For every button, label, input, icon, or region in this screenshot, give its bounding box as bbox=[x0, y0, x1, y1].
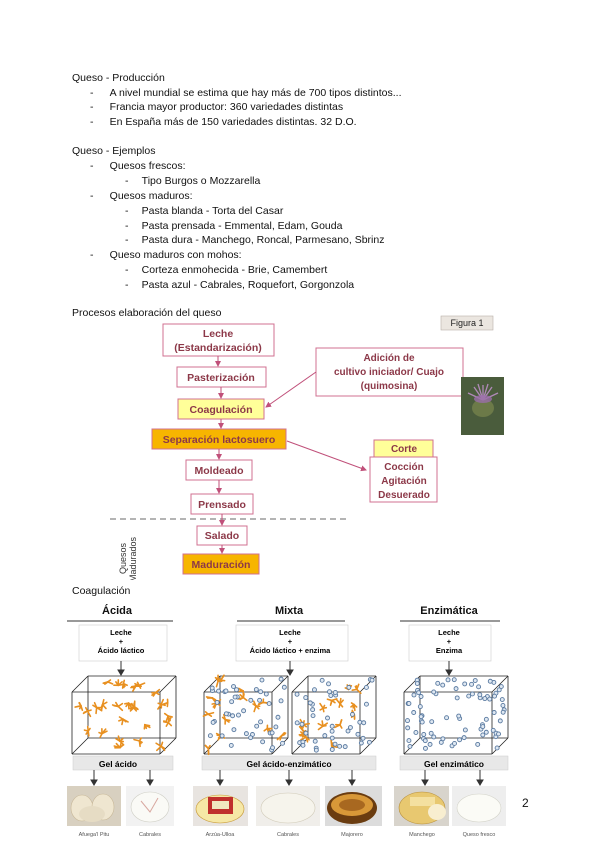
bullet-item: - A nivel mundial se estima que hay más … bbox=[90, 87, 402, 99]
gel-label-acido: Gel ácido bbox=[99, 759, 137, 769]
cheese-photo bbox=[256, 786, 320, 826]
section-heading-produccion: Queso - Producción bbox=[72, 72, 165, 84]
step-salado: Salado bbox=[205, 530, 239, 542]
input-plus: + bbox=[288, 637, 293, 646]
bullet-group: - Quesos maduros: bbox=[90, 190, 193, 202]
input-leche: Leche bbox=[279, 628, 301, 637]
cheese-photo bbox=[452, 786, 506, 826]
cheese-photo bbox=[394, 786, 449, 826]
step-coagulacion: Coagulación bbox=[189, 404, 252, 416]
section-heading-coagulacion: Coagulación bbox=[72, 585, 131, 597]
corte-item: Agitación bbox=[381, 476, 427, 487]
bullet-item: - En España más de 150 variedades distin… bbox=[90, 116, 357, 128]
coagulation-figure: Ácida Mixta Enzimática Leche + Ácido lác… bbox=[67, 604, 509, 838]
input-plus: + bbox=[447, 637, 452, 646]
gel-cube bbox=[71, 675, 177, 755]
cheese-caption: Majorero bbox=[341, 832, 363, 838]
cheese-photo bbox=[126, 786, 174, 826]
sub-bullet-item: - Pasta dura - Manchego, Roncal, Parmesa… bbox=[125, 234, 385, 246]
adicion-line: (quimosina) bbox=[361, 381, 418, 392]
col-title-enzimatica: Enzimática bbox=[420, 605, 478, 617]
gel-cube bbox=[202, 674, 289, 756]
corte-item: Desuerado bbox=[378, 490, 430, 501]
sub-bullet-item: - Pasta azul - Cabrales, Roquefort, Gorg… bbox=[125, 279, 355, 291]
thistle-flower-image bbox=[461, 377, 504, 435]
gel-label-enzimatico: Gel enzimático bbox=[424, 759, 484, 769]
page-number: 2 bbox=[522, 796, 529, 810]
col-title-acida: Ácida bbox=[102, 604, 133, 617]
bullet-group: - Quesos frescos: bbox=[90, 160, 186, 172]
side-label-quesos: Quesos bbox=[118, 542, 128, 574]
step-maduracion: Maduración bbox=[192, 559, 251, 571]
cheese-caption: Cabrales bbox=[277, 832, 299, 838]
process-flow-diagram: Figura 1 Leche (Estandarización) Pasteri… bbox=[110, 315, 504, 580]
gel-cubes bbox=[71, 674, 509, 756]
input-agent: Ácido láctico + enzima bbox=[250, 646, 331, 655]
step-pasterizacion: Pasterización bbox=[187, 372, 255, 384]
step-leche-box bbox=[162, 323, 275, 357]
cheese-caption: Afuega'l Pitu bbox=[79, 832, 110, 838]
step-leche-sub: (Estandarización) bbox=[174, 342, 262, 354]
section-heading-procesos: Procesos elaboración del queso bbox=[72, 307, 222, 319]
gel-cube bbox=[403, 675, 509, 755]
section-heading-ejemplos: Queso - Ejemplos bbox=[72, 145, 156, 157]
adicion-box bbox=[315, 347, 464, 397]
gel-cube bbox=[291, 675, 377, 755]
corte-items-box bbox=[369, 456, 438, 503]
corte-item: Cocción bbox=[384, 462, 423, 473]
step-maduracion-box bbox=[182, 553, 260, 575]
corte-title: Corte bbox=[391, 444, 418, 455]
cheese-caption: Queso fresco bbox=[463, 832, 496, 838]
cheese-caption: Manchego bbox=[409, 832, 435, 838]
step-separacion: Separación lactosuero bbox=[163, 434, 276, 446]
cheese-photo bbox=[193, 786, 248, 826]
figure-label-box bbox=[440, 315, 494, 331]
cheese-photo bbox=[67, 786, 121, 826]
figure-label: Figura 1 bbox=[450, 318, 483, 328]
cheese-caption: Arzúa-Ulloa bbox=[206, 832, 236, 838]
sub-bullet-item: - Pasta prensada - Emmental, Edam, Gouda bbox=[125, 220, 343, 232]
input-agent: Enzima bbox=[436, 646, 463, 655]
sub-bullet-item: - Corteza enmohecida - Brie, Camembert bbox=[125, 264, 328, 276]
step-prensado: Prensado bbox=[198, 499, 246, 511]
sub-bullet-item: - Pasta blanda - Torta del Casar bbox=[125, 205, 284, 217]
step-moldeado: Moldeado bbox=[195, 465, 244, 477]
step-leche-label: Leche bbox=[203, 328, 234, 340]
bullet-group: - Queso maduros con mohos: bbox=[90, 249, 242, 261]
col-title-mixta: Mixta bbox=[275, 605, 304, 617]
adicion-line: cultivo iniciador/ Cuajo bbox=[334, 367, 444, 378]
sub-bullet-item: - Tipo Burgos o Mozzarella bbox=[125, 175, 261, 187]
adicion-line: Adición de bbox=[363, 353, 415, 364]
cheese-caption: Cabrales bbox=[139, 832, 161, 838]
input-leche: Leche bbox=[438, 628, 460, 637]
input-leche: Leche bbox=[110, 628, 132, 637]
gel-label-mixto: Gel ácido-enzimático bbox=[246, 759, 331, 769]
cheese-photo bbox=[325, 786, 382, 826]
side-label-madurados: Madurados bbox=[128, 536, 138, 580]
input-agent: Ácido láctico bbox=[98, 646, 145, 655]
bullet-item: - Francia mayor productor: 360 variedade… bbox=[90, 101, 344, 113]
input-plus: + bbox=[119, 637, 124, 646]
